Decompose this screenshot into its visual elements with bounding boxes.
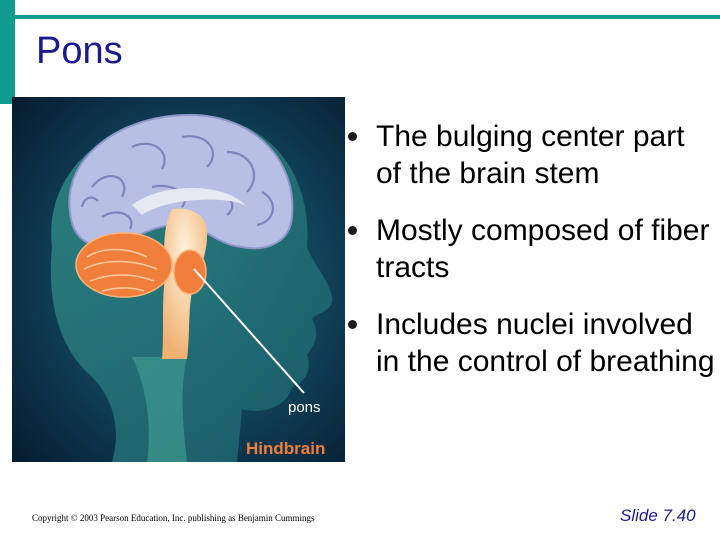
slide-number: Slide 7.40 xyxy=(620,506,696,525)
bullet-list: The bulging center part of the brain ste… xyxy=(336,118,716,400)
pons-label: pons xyxy=(288,399,321,416)
bullet-dot-icon xyxy=(348,320,357,329)
brain-folds xyxy=(80,135,274,230)
brain-illustration: pons Hindbrain xyxy=(12,97,345,462)
bullet-dot-icon xyxy=(348,226,357,235)
bullet-text: The bulging center part of the brain ste… xyxy=(376,120,685,190)
bullet-item: Includes nuclei involved in the control … xyxy=(336,306,716,380)
accent-bar-left xyxy=(0,0,15,104)
bullet-item: The bulging center part of the brain ste… xyxy=(336,118,716,192)
bullet-item: Mostly composed of fiber tracts xyxy=(336,212,716,286)
bullet-text: Includes nuclei involved in the control … xyxy=(376,308,715,378)
hindbrain-label: Hindbrain xyxy=(246,439,325,458)
slide-title: Pons xyxy=(36,30,123,72)
cerebellum xyxy=(75,232,207,298)
bullet-dot-icon xyxy=(348,132,357,141)
neck xyxy=(132,357,187,462)
pons-pointer-line xyxy=(193,268,305,394)
bullet-text: Mostly composed of fiber tracts xyxy=(376,214,710,284)
accent-rule-top xyxy=(15,15,720,19)
corpus-callosum xyxy=(132,187,247,215)
copyright-notice: Copyright © 2003 Pearson Education, Inc.… xyxy=(32,513,315,523)
cerebellum-folds xyxy=(83,248,158,292)
